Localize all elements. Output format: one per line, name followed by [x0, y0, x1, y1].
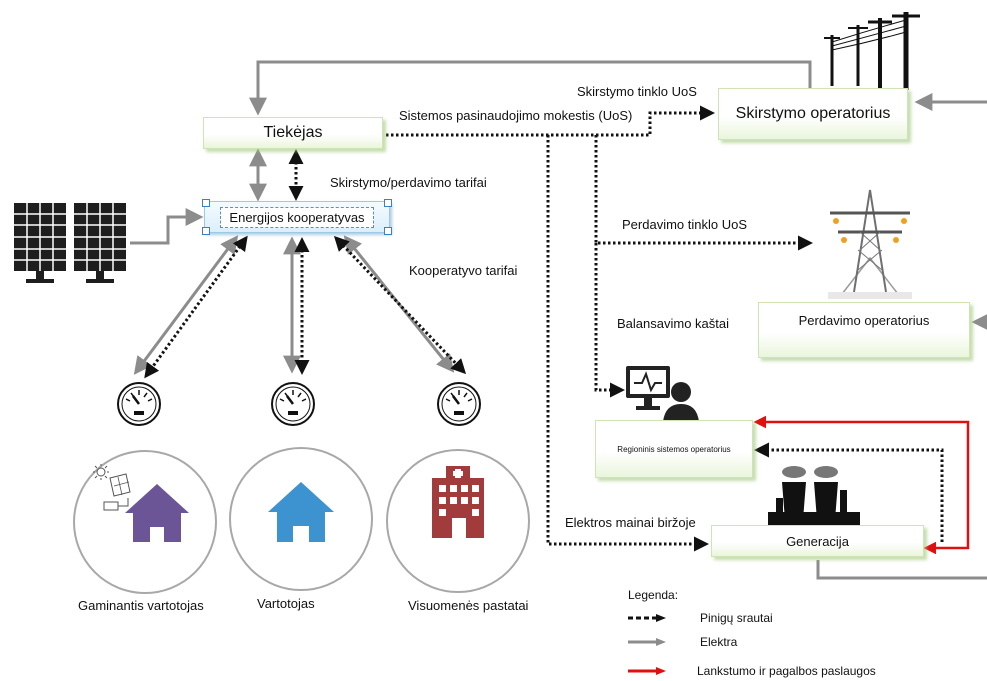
money-line-to-rso — [594, 243, 625, 398]
house-purple-icon — [125, 484, 189, 542]
money-line-to-exchange — [546, 135, 709, 552]
transmission-operator-label: Perdavimo operatorius — [798, 313, 930, 328]
label-distribution-uos: Skirstymo tinklo UoS — [577, 84, 697, 99]
house-blue-icon — [268, 482, 334, 542]
label-prosumer: Gaminantis vartotojas — [78, 598, 204, 613]
supplier-label: Tiekėjas — [263, 124, 323, 141]
money-line-coop-public — [333, 235, 467, 375]
battery-icon — [103, 498, 129, 511]
solar-panel-icon — [14, 203, 66, 283]
label-consumer: Vartotojas — [257, 596, 315, 611]
label-cooperative-tariffs: Kooperatyvo tarifai — [409, 263, 518, 278]
label-distribution-transmission-tariffs: Skirstymo/perdavimo tarifai — [330, 175, 487, 190]
small-solar-panel-icon — [109, 473, 131, 497]
power-lines-icon — [824, 12, 920, 90]
meter-icon — [271, 382, 315, 426]
label-exchange-trading: Elektros mainai biržoje — [565, 515, 696, 530]
money-line-supplier-to-distribution — [386, 105, 715, 137]
hospital-building-icon — [432, 466, 484, 538]
label-public-buildings: Visuomenės pastatai — [408, 598, 529, 613]
energy-cooperative-box: Energijos kooperatyvas — [202, 199, 392, 235]
selection-handle — [202, 227, 210, 235]
generation-box: Generacija — [711, 525, 924, 557]
selection-handle — [384, 227, 392, 235]
distribution-operator-label: Skirstymo operatorius — [735, 105, 891, 122]
electricity-line-coop-to-prosumer — [133, 235, 239, 375]
money-flows — [144, 105, 944, 552]
electricity-line-generation-out — [816, 560, 987, 580]
solar-panels-icon — [14, 203, 126, 283]
sun-icon — [93, 464, 109, 480]
regional-system-operator-label: Regioninis sistemos operatorius — [617, 444, 731, 454]
distribution-operator-box: Skirstymo operatorius — [718, 88, 908, 140]
legend-title: Legenda: — [628, 588, 679, 602]
label-transmission-uos: Perdavimo tinklo UoS — [622, 217, 747, 232]
house-roof — [125, 484, 189, 542]
legend-flexibility-line — [628, 667, 666, 675]
flexibility-line-generation-rso — [753, 415, 970, 555]
operator-icon — [626, 366, 699, 422]
legend-electricity-line — [628, 638, 666, 646]
label-balancing-costs: Balansavimo kaštai — [617, 316, 729, 331]
legend-electricity-label: Elektra — [700, 635, 738, 649]
meter-icon — [117, 382, 161, 426]
transmission-tower-icon — [828, 189, 912, 299]
power-plant-icon — [768, 466, 860, 526]
electricity-line-solar-to-coop — [130, 208, 204, 245]
solar-panel-icon — [74, 203, 126, 283]
transmission-operator-box: Perdavimo operatorius — [758, 302, 970, 358]
energy-cooperative-label: Energijos kooperatyvas — [220, 206, 374, 228]
regional-system-operator-box: Regioninis sistemos operatorius — [595, 420, 753, 478]
supplier-box: Tiekėjas — [203, 117, 383, 149]
legend-money-line — [628, 614, 666, 622]
label-system-usage-fee: Sistemos pasinaudojimo mokestis (UoS) — [399, 108, 633, 123]
money-line-coop-prosumer — [144, 235, 248, 379]
electricity-line-distribution-to-supplier — [249, 60, 812, 116]
generation-label: Generacija — [786, 533, 849, 549]
meter-icon — [437, 382, 481, 426]
legend-money-label: Pinigų srautai — [700, 611, 773, 625]
selection-handle — [384, 199, 392, 207]
money-line-to-transmission — [594, 135, 813, 251]
legend-flexibility-label: Lankstumo ir pagalbos paslaugos — [697, 664, 876, 678]
selection-handle — [202, 199, 210, 207]
